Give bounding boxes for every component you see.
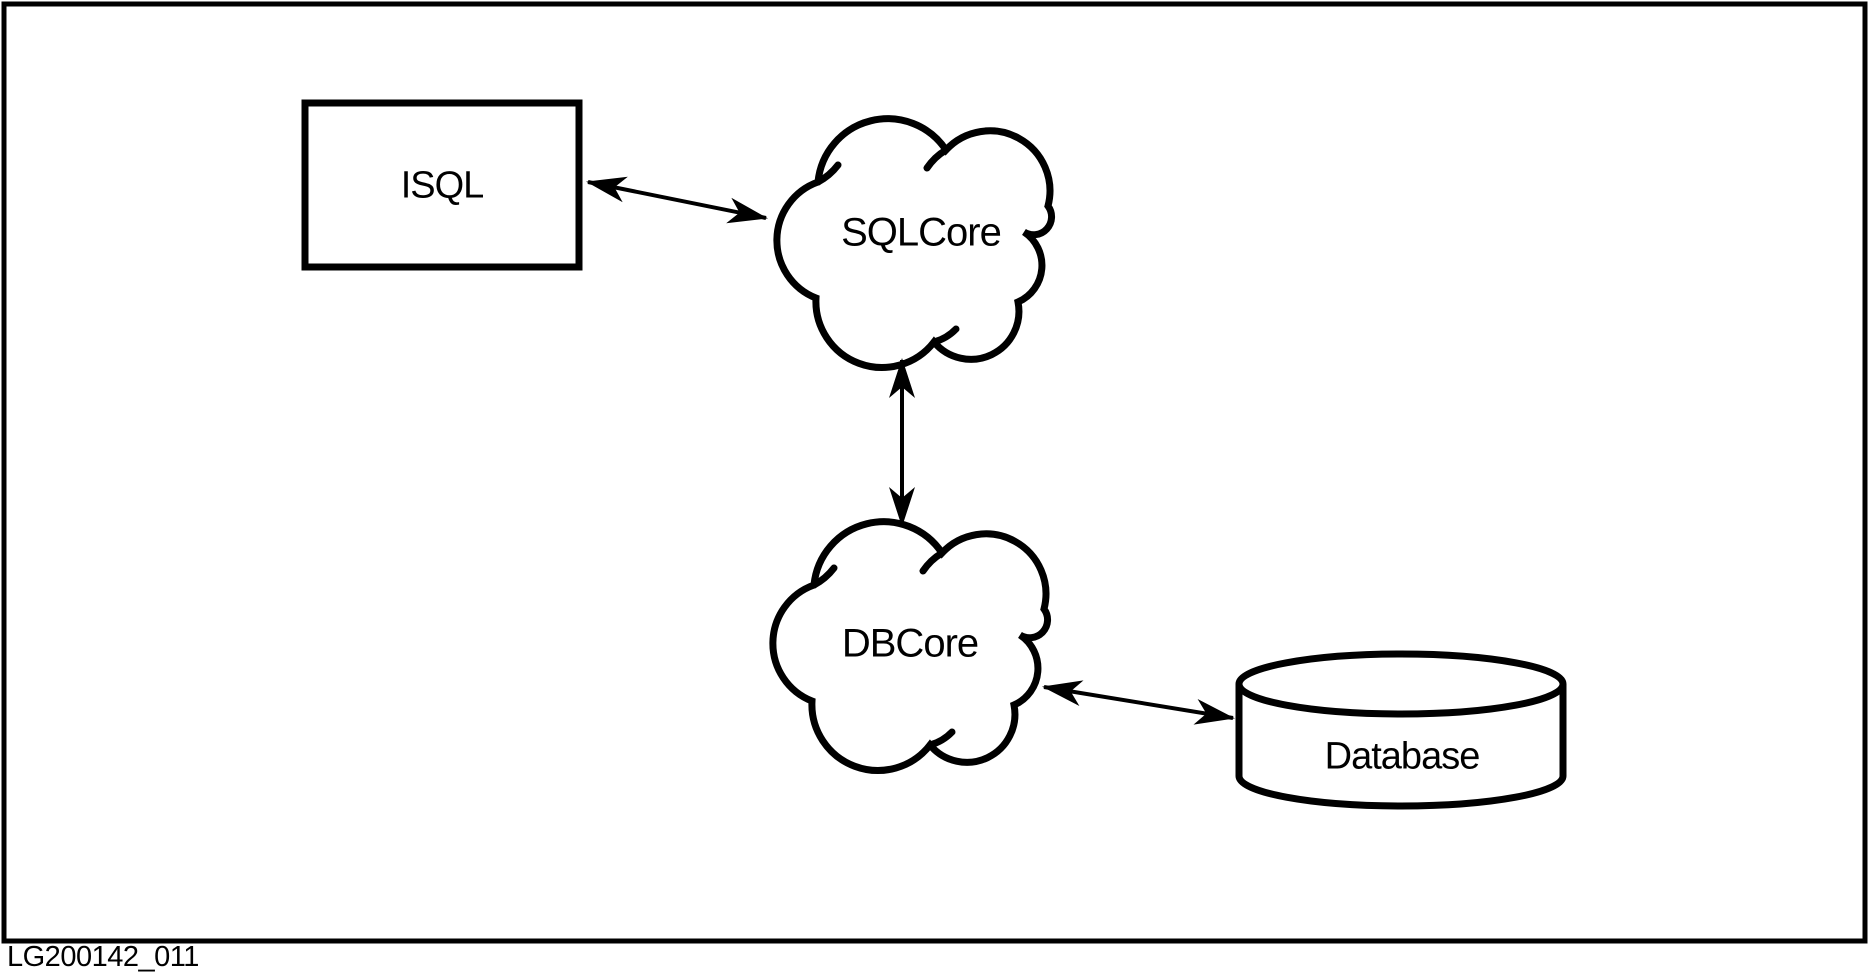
node-dbcore-label: DBCore [841,621,979,666]
node-isql-box [301,99,583,271]
edge-dbcore-database-arrow [1042,680,1235,725]
figure-border [1,1,1868,944]
node-isql-label: ISQL [400,164,485,207]
edge-isql-sqlcore-arrow [586,176,768,224]
node-database-cylinder [1235,650,1567,810]
figure-id-label: LG200142_011 [7,941,199,973]
node-database-label: Database [1324,735,1481,778]
node-sqlcore-label: SQLCore [841,210,1002,255]
